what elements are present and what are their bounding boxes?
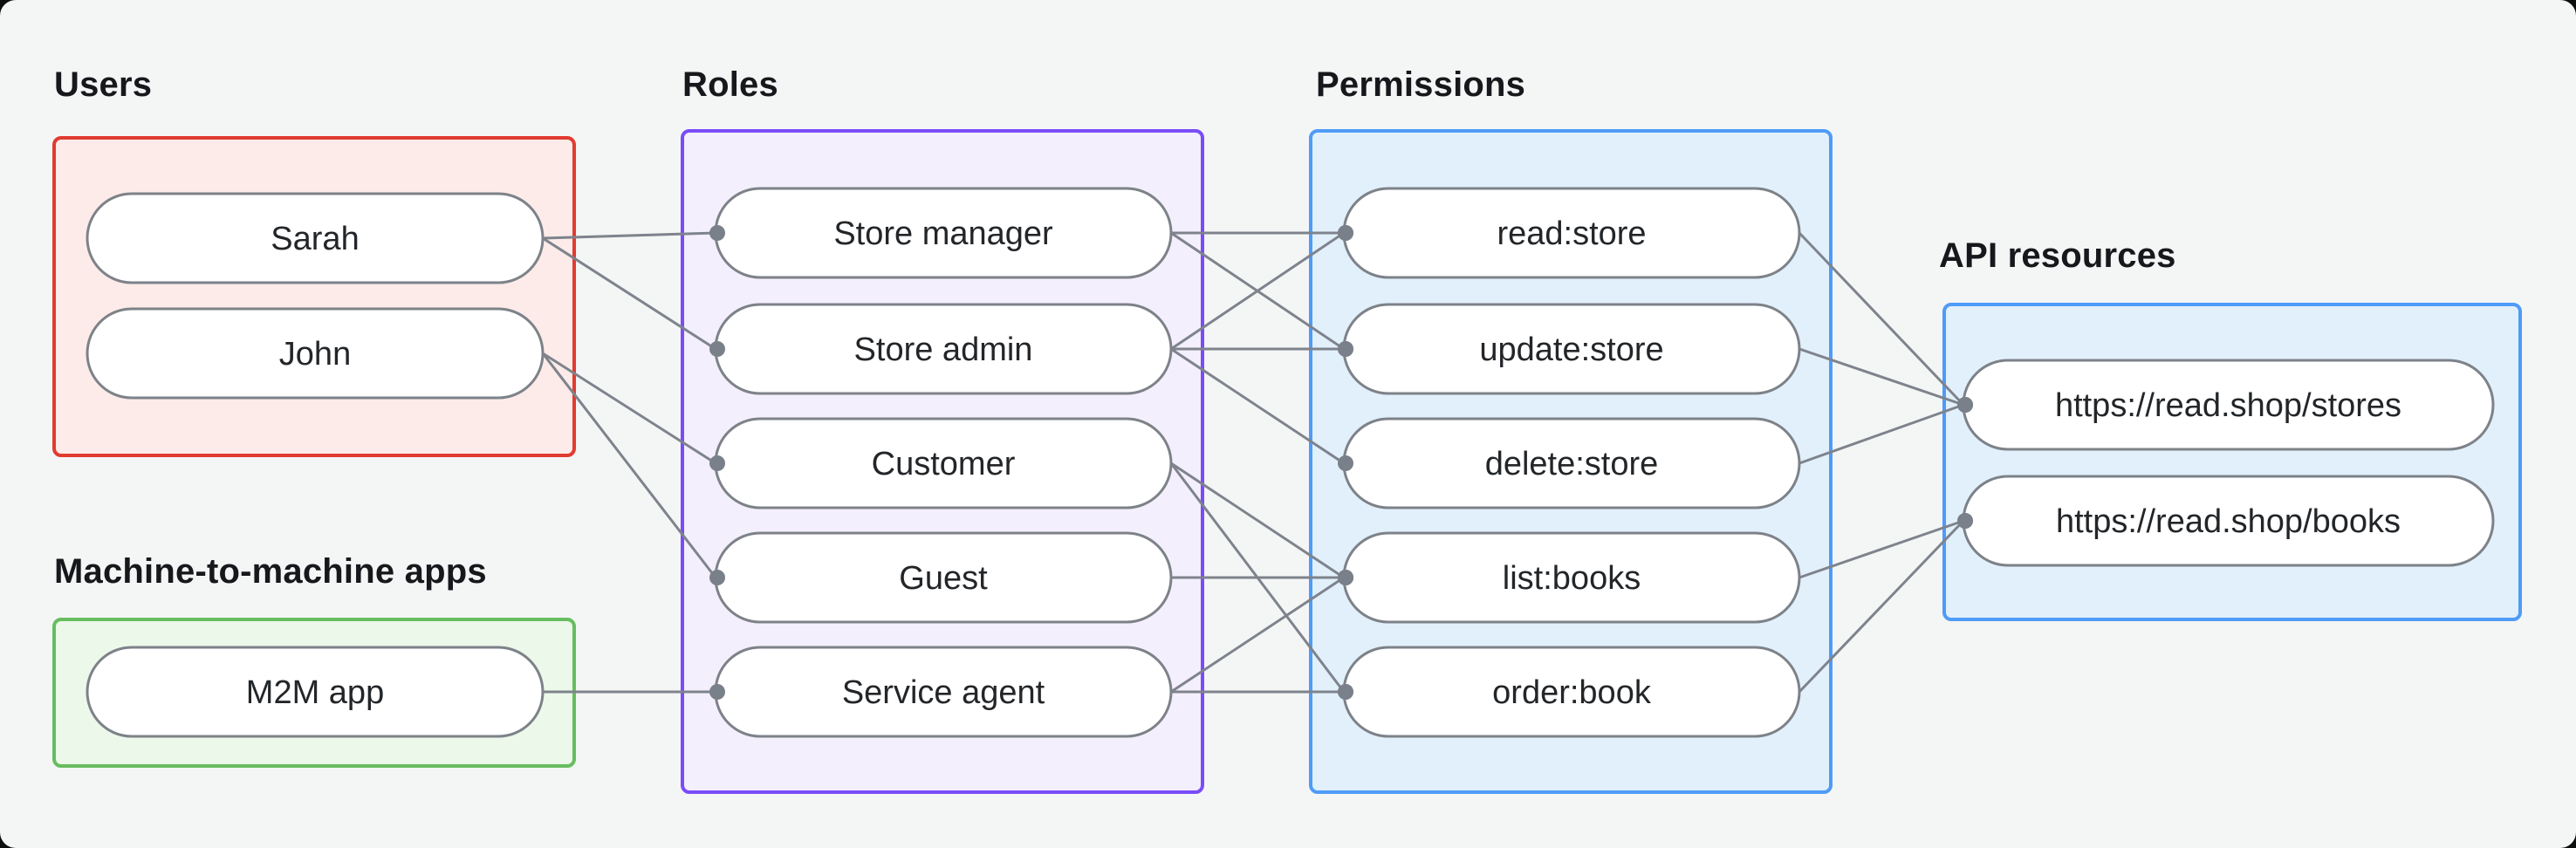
node-label: https://read.shop/books: [2056, 503, 2401, 540]
node-label: Store manager: [833, 215, 1053, 252]
edge-sarah-to-store-manager: [542, 231, 716, 240]
edge-endpoint-dot: [1338, 570, 1353, 585]
edge-store-admin-to-delete-store: [1170, 347, 1345, 465]
edge-store-admin-to-read-store: [1170, 231, 1345, 351]
node-sarah: Sarah: [86, 192, 545, 284]
node-pill: [86, 307, 545, 400]
edge-service-agent-to-list-books: [1170, 576, 1345, 694]
edge-endpoint-dot: [709, 455, 725, 471]
edge-john-to-guest: [541, 352, 717, 578]
edge-endpoint-dot: [1338, 455, 1353, 471]
node-label: Customer: [872, 446, 1016, 482]
node-customer: Customer: [714, 417, 1173, 509]
node-label: M2M app: [246, 674, 384, 711]
node-stores-resource: https://read.shop/stores: [1962, 359, 2495, 451]
node-label: Sarah: [271, 221, 359, 257]
node-pill: [86, 192, 545, 284]
node-john: John: [86, 307, 545, 400]
edge-endpoint-dot: [1338, 684, 1353, 700]
node-store-admin: Store admin: [714, 303, 1173, 395]
m2m-column-label: Machine-to-machine apps: [54, 552, 487, 591]
node-label: update:store: [1479, 332, 1663, 368]
api-resources-column-label: API resources: [1939, 236, 2176, 275]
edge-read-store-to-stores-resource: [1798, 231, 1965, 407]
node-books-resource: https://read.shop/books: [1962, 475, 2495, 567]
node-store-manager: Store manager: [714, 187, 1173, 279]
edge-john-to-customer: [542, 352, 716, 465]
edge-endpoint-dot: [709, 341, 725, 357]
node-pill: [86, 646, 545, 738]
edge-endpoint-dot: [1338, 225, 1353, 241]
edge-endpoint-dot: [1957, 513, 1973, 529]
users-column-label: Users: [54, 65, 152, 104]
edge-sarah-to-store-admin: [542, 236, 716, 351]
node-service-agent: Service agent: [714, 646, 1173, 738]
permissions-column-label: Permissions: [1316, 65, 1525, 104]
node-label: delete:store: [1485, 446, 1659, 482]
node-read-store: read:store: [1342, 187, 1801, 279]
edge-delete-store-to-stores-resource: [1798, 403, 1964, 465]
node-update-store: update:store: [1342, 303, 1801, 395]
edge-customer-to-list-books: [1170, 462, 1345, 579]
edge-update-store-to-stores-resource: [1798, 347, 1964, 407]
edge-dots-layer: [709, 225, 1973, 700]
edge-list-books-to-books-resource: [1798, 519, 1964, 579]
edge-endpoint-dot: [709, 225, 725, 241]
node-label: Guest: [899, 560, 988, 597]
node-guest: Guest: [714, 531, 1173, 624]
edge-endpoint-dot: [709, 570, 725, 585]
roles-column-label: Roles: [682, 65, 778, 104]
node-delete-store: delete:store: [1342, 417, 1801, 509]
node-label: list:books: [1503, 560, 1641, 597]
node-order-book: order:book: [1342, 646, 1801, 738]
node-label: Service agent: [842, 674, 1045, 711]
node-label: John: [279, 336, 351, 373]
edge-endpoint-dot: [1338, 341, 1353, 357]
node-list-books: list:books: [1342, 531, 1801, 624]
edge-endpoint-dot: [1957, 397, 1973, 413]
node-label: read:store: [1497, 215, 1646, 252]
edge-endpoint-dot: [709, 684, 725, 700]
edge-order-book-to-books-resource: [1798, 519, 1965, 694]
users-group-box: [52, 136, 576, 457]
node-label: Store admin: [854, 332, 1033, 368]
api-resources-group-box: [1942, 303, 2522, 621]
node-label: https://read.shop/stores: [2055, 387, 2401, 424]
node-label: order:book: [1492, 674, 1652, 711]
node-m2m-app: M2M app: [86, 646, 545, 738]
edges-layer: [541, 231, 1965, 694]
